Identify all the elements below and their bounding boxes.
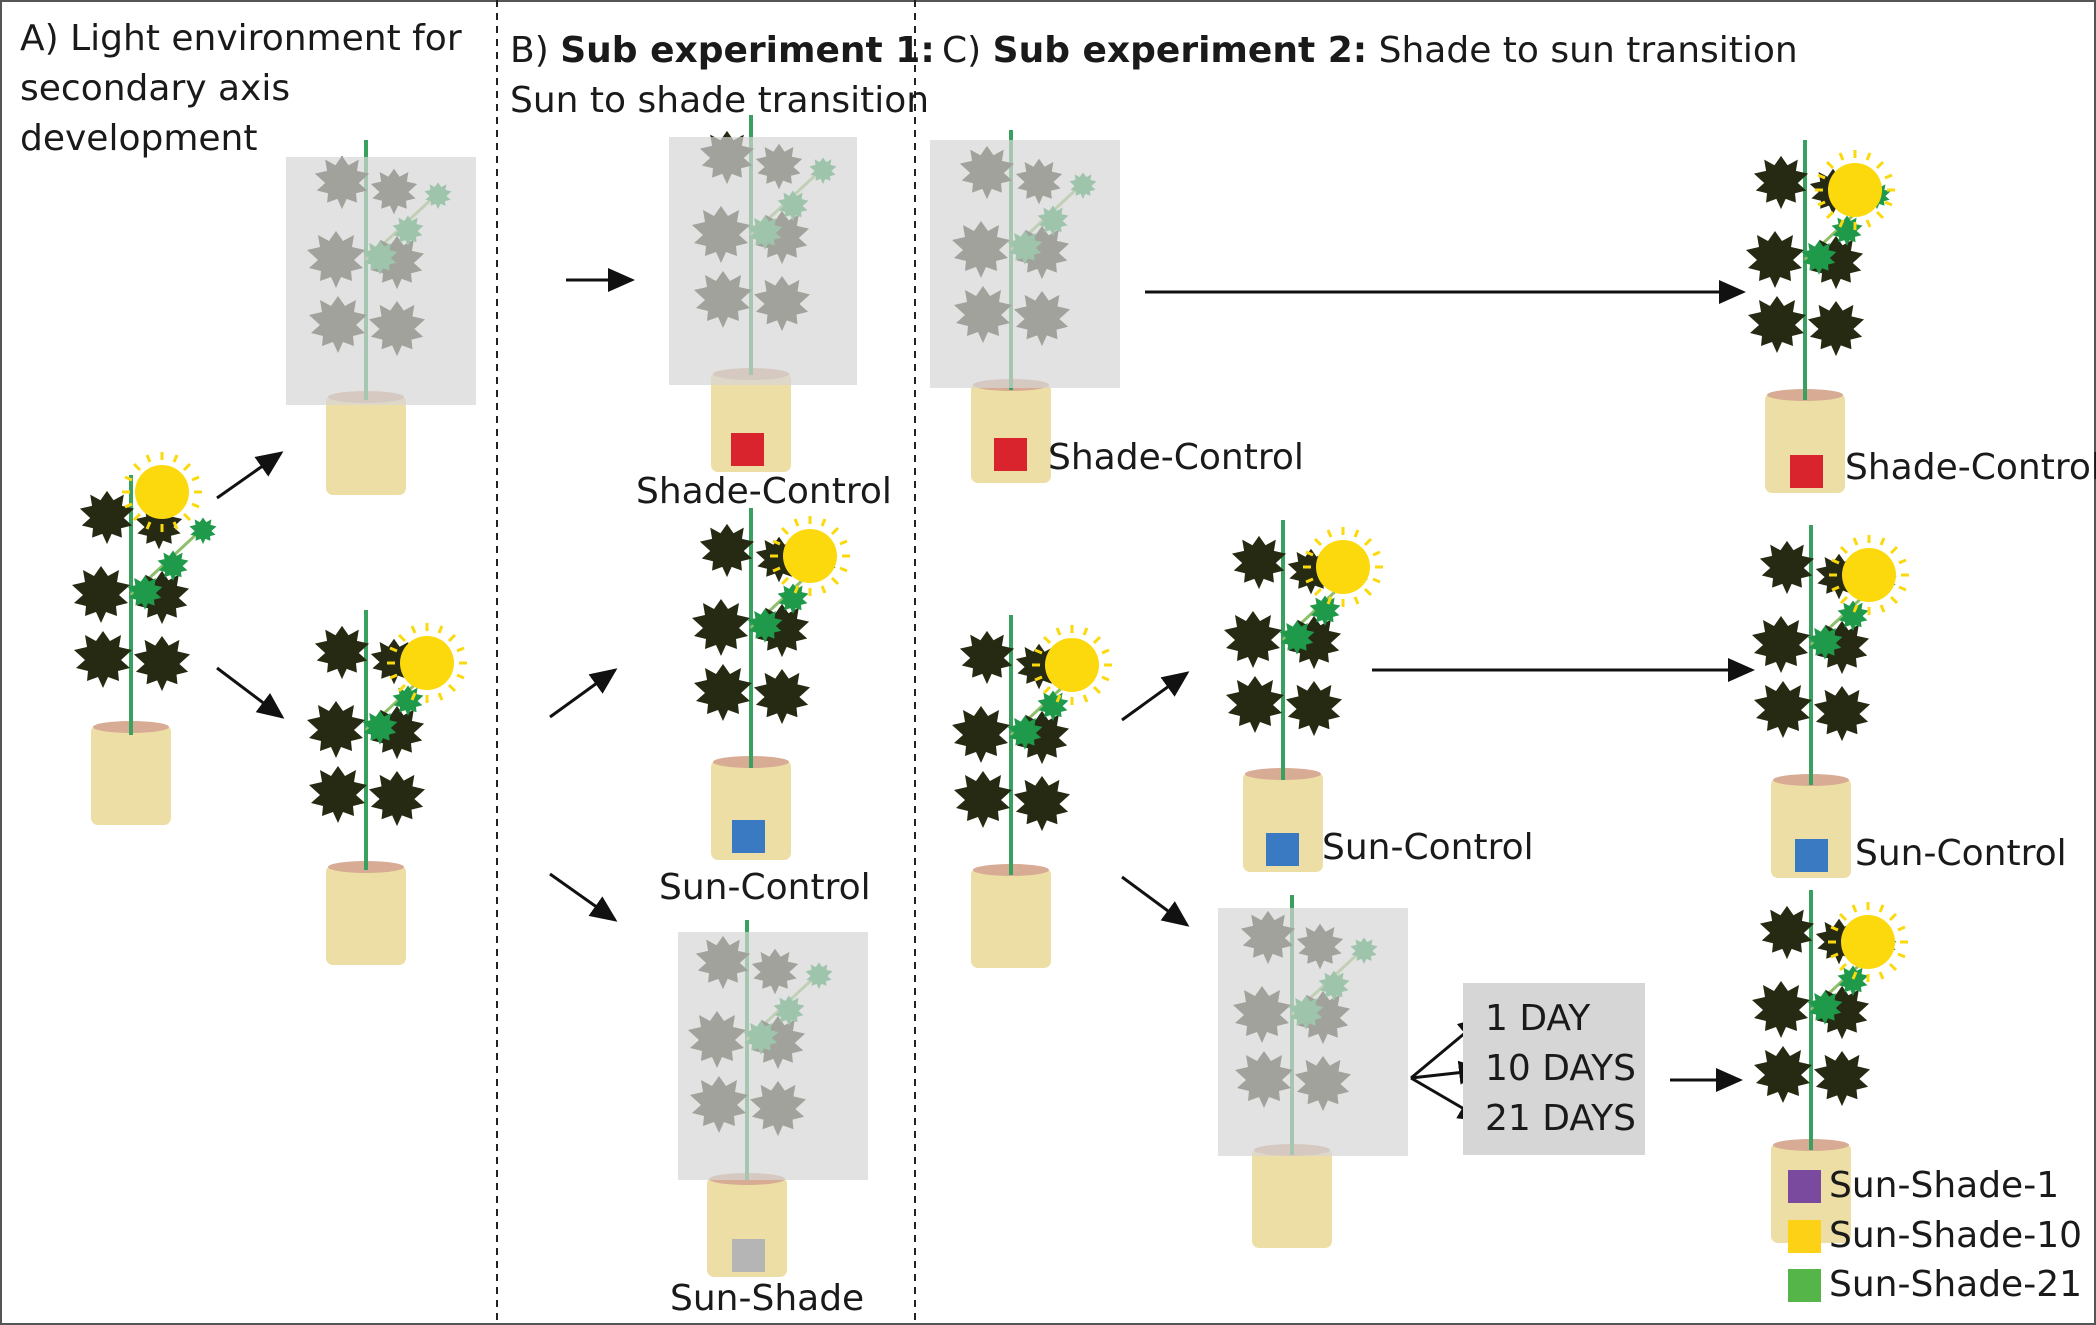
shade-control-swatch bbox=[731, 433, 764, 466]
panel-c-sun-control-mid-label: Sun-Control bbox=[1322, 827, 1534, 868]
shade-control-swatch bbox=[994, 438, 1027, 471]
panel-b-subtitle: Sun to shade transition bbox=[510, 80, 930, 121]
arrow-b-to-sun-shade bbox=[549, 872, 618, 922]
panel-a-letter: A) bbox=[20, 18, 59, 59]
panel-a-sun-plant bbox=[307, 610, 469, 965]
sun-shade-swatch bbox=[732, 1239, 765, 1272]
panel-c-letter: C) bbox=[942, 30, 982, 71]
panel-b-sun-control-label: Sun-Control bbox=[659, 867, 871, 908]
panel-a-title-line-3: development bbox=[20, 118, 258, 159]
sun-shade-21-swatch bbox=[1788, 1269, 1821, 1302]
panel-c-title: C) Sub experiment 2: Shade to sun transi… bbox=[942, 26, 1798, 76]
panel-c-sun-start-plant bbox=[952, 615, 1114, 968]
panel-b-sun-control-plant bbox=[692, 508, 852, 860]
arrow-c-to-sun-control bbox=[1121, 671, 1190, 722]
panel-c-sun-shade-21-label: Sun-Shade-21 bbox=[1829, 1264, 2083, 1305]
arrow-b-to-sun-control bbox=[549, 668, 618, 719]
panel-b-sun-shade-label: Sun-Shade bbox=[670, 1278, 865, 1319]
panel-c-sun-shade-1-label: Sun-Shade-1 bbox=[1829, 1165, 2060, 1206]
panel-c-sun-control-final-plant bbox=[1752, 525, 1911, 878]
shade-box bbox=[930, 140, 1120, 388]
panel-c-shade-control-left-label: Shade-Control bbox=[1048, 437, 1304, 478]
panel-c-shade-control-final-plant bbox=[1746, 140, 1897, 493]
duration-21-days: 21 DAYS bbox=[1485, 1098, 1637, 1139]
panel-b-sun-shade-plant bbox=[678, 920, 868, 1277]
panel-c-sun-shade-10-label: Sun-Shade-10 bbox=[1829, 1215, 2083, 1256]
duration-10-days: 10 DAYS bbox=[1485, 1048, 1637, 1089]
panel-a-title-line-2: secondary axis bbox=[20, 68, 291, 109]
arrow-a-to-sun bbox=[216, 666, 285, 719]
panel-c-sun-control-right-label: Sun-Control bbox=[1855, 833, 2067, 874]
panel-b-letter: B) bbox=[510, 30, 549, 71]
duration-1-day: 1 DAY bbox=[1485, 998, 1591, 1039]
panel-c-sun-shade-mid-plant bbox=[1218, 895, 1408, 1248]
panel-a-title-line-1: Light environment for bbox=[70, 18, 462, 59]
panel-a-shade-plant bbox=[286, 140, 476, 495]
shade-control-swatch bbox=[1790, 455, 1823, 488]
panel-b-shade-control-label: Shade-Control bbox=[636, 471, 892, 512]
panel-b-shade-control-plant bbox=[669, 115, 857, 472]
panel-c-shade-start-plant bbox=[930, 130, 1120, 483]
arrow-a-to-shade bbox=[216, 451, 284, 500]
sun-control-swatch bbox=[1266, 833, 1299, 866]
panel-c-subtitle: Shade to sun transition bbox=[1378, 30, 1798, 71]
panel-b-experiment-label: Sub experiment 1: bbox=[560, 30, 935, 71]
sun-shade-10-swatch bbox=[1788, 1220, 1821, 1253]
sun-control-swatch bbox=[1795, 839, 1828, 872]
shade-box bbox=[286, 157, 476, 405]
shade-box bbox=[678, 932, 868, 1180]
arrow-c-to-sun-shade bbox=[1121, 875, 1190, 927]
panel-c-sun-control-mid-plant bbox=[1224, 520, 1385, 872]
panel-a-start-plant bbox=[72, 450, 217, 825]
shade-box bbox=[1218, 908, 1408, 1156]
panel-c-shade-control-right-label: Shade-Control bbox=[1845, 447, 2096, 488]
panel-a-title: A) Light environment for secondary axis … bbox=[20, 14, 462, 164]
shade-box bbox=[669, 137, 857, 385]
duration-box: 1 DAY 10 DAYS 21 DAYS bbox=[1463, 983, 1645, 1155]
sun-shade-1-swatch bbox=[1788, 1170, 1821, 1203]
sun-control-swatch bbox=[732, 820, 765, 853]
panel-b-title: B) Sub experiment 1: Sun to shade transi… bbox=[510, 26, 935, 126]
panel-c-experiment-label: Sub experiment 2: bbox=[992, 30, 1368, 71]
